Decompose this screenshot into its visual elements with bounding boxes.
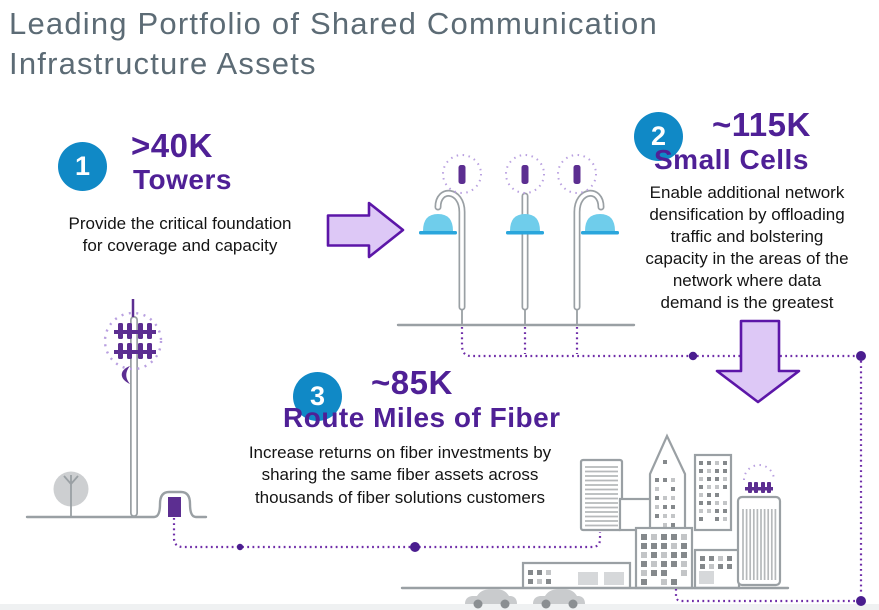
fiber-description: Increase returns on fiber investments by… — [248, 443, 552, 507]
towers-stat: >40K — [131, 127, 213, 164]
rooftop-antenna-icon — [743, 464, 775, 493]
car-icon — [465, 589, 517, 609]
fiber-node-icon — [688, 351, 698, 361]
fiber-label: Route Miles of Fiber — [283, 402, 561, 433]
small-cells-label: Small Cells — [654, 144, 809, 175]
step-badge-2: 2 — [634, 112, 683, 161]
building-low-block — [618, 497, 654, 532]
street-lamp-icon — [506, 214, 544, 235]
small-cell-antenna-icon — [521, 165, 529, 184]
towers-description: Provide the critical foundation for cove… — [68, 214, 292, 256]
tower-signal-ring-icon — [103, 311, 163, 371]
towers-label: Towers — [133, 164, 232, 195]
flow-arrows — [326, 201, 801, 404]
fiber-node-icon — [856, 596, 866, 606]
fiber-stat: ~85K — [371, 364, 453, 401]
fiber-node-icon — [410, 542, 420, 552]
signal-ring-icon — [442, 154, 482, 194]
tower-antenna-icon — [114, 323, 156, 359]
street-lamp-icon — [419, 214, 457, 235]
fiber-node-icon — [856, 351, 866, 361]
fiber-node-icon — [236, 543, 244, 551]
city-skyline-illustration — [400, 433, 790, 590]
page-title: Leading Portfolio of Shared Communicatio… — [9, 6, 658, 81]
building-vertical-striped — [736, 495, 782, 587]
cars — [465, 589, 585, 609]
street-lamp-icon — [581, 214, 619, 235]
flow-arrow-down-icon — [715, 319, 801, 404]
fiber-route-dotted-line — [172, 327, 866, 606]
small-cell-poles-illustration — [396, 154, 636, 327]
small-cells-description: Enable additional network densification … — [645, 183, 849, 313]
small-cell-antenna-icon — [573, 165, 581, 184]
small-cell-antenna-icon — [458, 165, 466, 184]
step-badge-1: 1 — [58, 142, 107, 191]
flow-arrow-right-icon — [326, 201, 405, 259]
tower-dish-icon — [121, 366, 130, 384]
small-cells-stat: ~115K — [712, 106, 811, 143]
fiber-cabinet-icon — [168, 497, 181, 517]
step-badge-3: 3 — [293, 372, 342, 421]
car-icon — [533, 589, 585, 609]
macro-tower-illustration — [25, 299, 208, 519]
slide-bottom-edge — [0, 604, 879, 610]
signal-ring-icon — [505, 154, 545, 194]
signal-ring-icon — [557, 154, 597, 194]
tower-ground-line — [25, 490, 208, 519]
